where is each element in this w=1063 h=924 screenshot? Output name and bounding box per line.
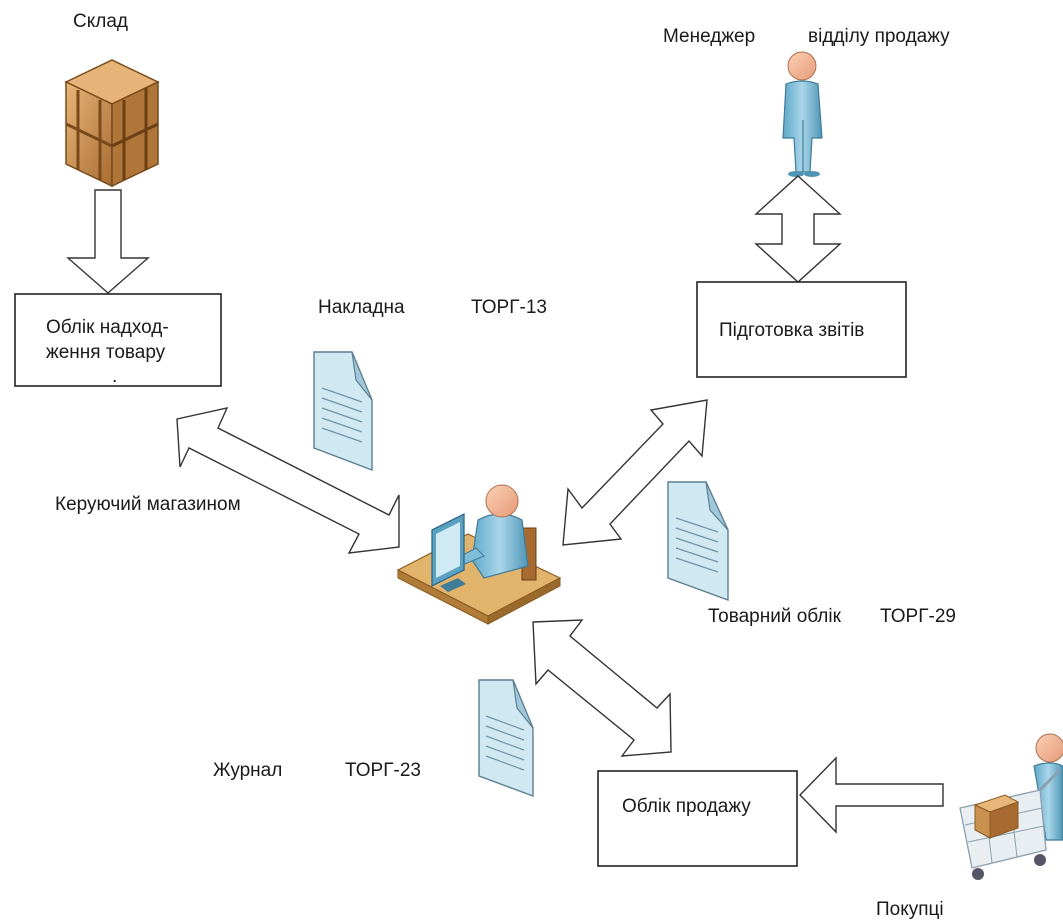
store-manager-label: Керуючий магазином (55, 494, 241, 515)
operator-sales-double-arrow (532, 619, 672, 757)
goods-receipt-label-line3: . (112, 366, 117, 387)
goods-accounting-code-label: ТОРГ-29 (880, 606, 956, 627)
crate-icon (64, 59, 160, 188)
manager-reports-double-arrow (754, 175, 842, 283)
shopping-cart-icon (959, 733, 1063, 880)
invoice-code-label: ТОРГ-13 (471, 297, 547, 318)
document-icon (313, 351, 373, 472)
reports-label: Підготовка звітів (719, 320, 864, 341)
manager-department-label: відділу продажу (808, 26, 950, 47)
document-icon (478, 679, 534, 798)
warehouse-to-receipt-arrow (66, 189, 150, 294)
journal-code-label: ТОРГ-23 (345, 760, 421, 781)
warehouse-label: Склад (73, 11, 128, 32)
receipt-operator-double-arrow (176, 407, 400, 554)
goods-receipt-label-line2: ження товару (46, 342, 166, 363)
document-icon (667, 481, 729, 602)
goods-receipt-label-line1: Облік надход- (46, 317, 169, 338)
sales-box (597, 770, 798, 867)
reports-box (696, 281, 907, 378)
buyers-to-sales-arrow (799, 756, 944, 834)
invoice-label: Накладна (318, 297, 405, 318)
person-icon (782, 51, 823, 177)
manager-label: Менеджер (663, 26, 755, 47)
sales-label: Облік продажу (622, 796, 751, 817)
journal-label: Журнал (213, 760, 282, 781)
goods-receipt-box (14, 293, 222, 387)
goods-accounting-label: Товарний облік (708, 606, 842, 627)
buyers-label: Покупці (876, 899, 944, 920)
operator-at-computer-icon (396, 484, 562, 625)
operator-reports-double-arrow (562, 399, 708, 546)
